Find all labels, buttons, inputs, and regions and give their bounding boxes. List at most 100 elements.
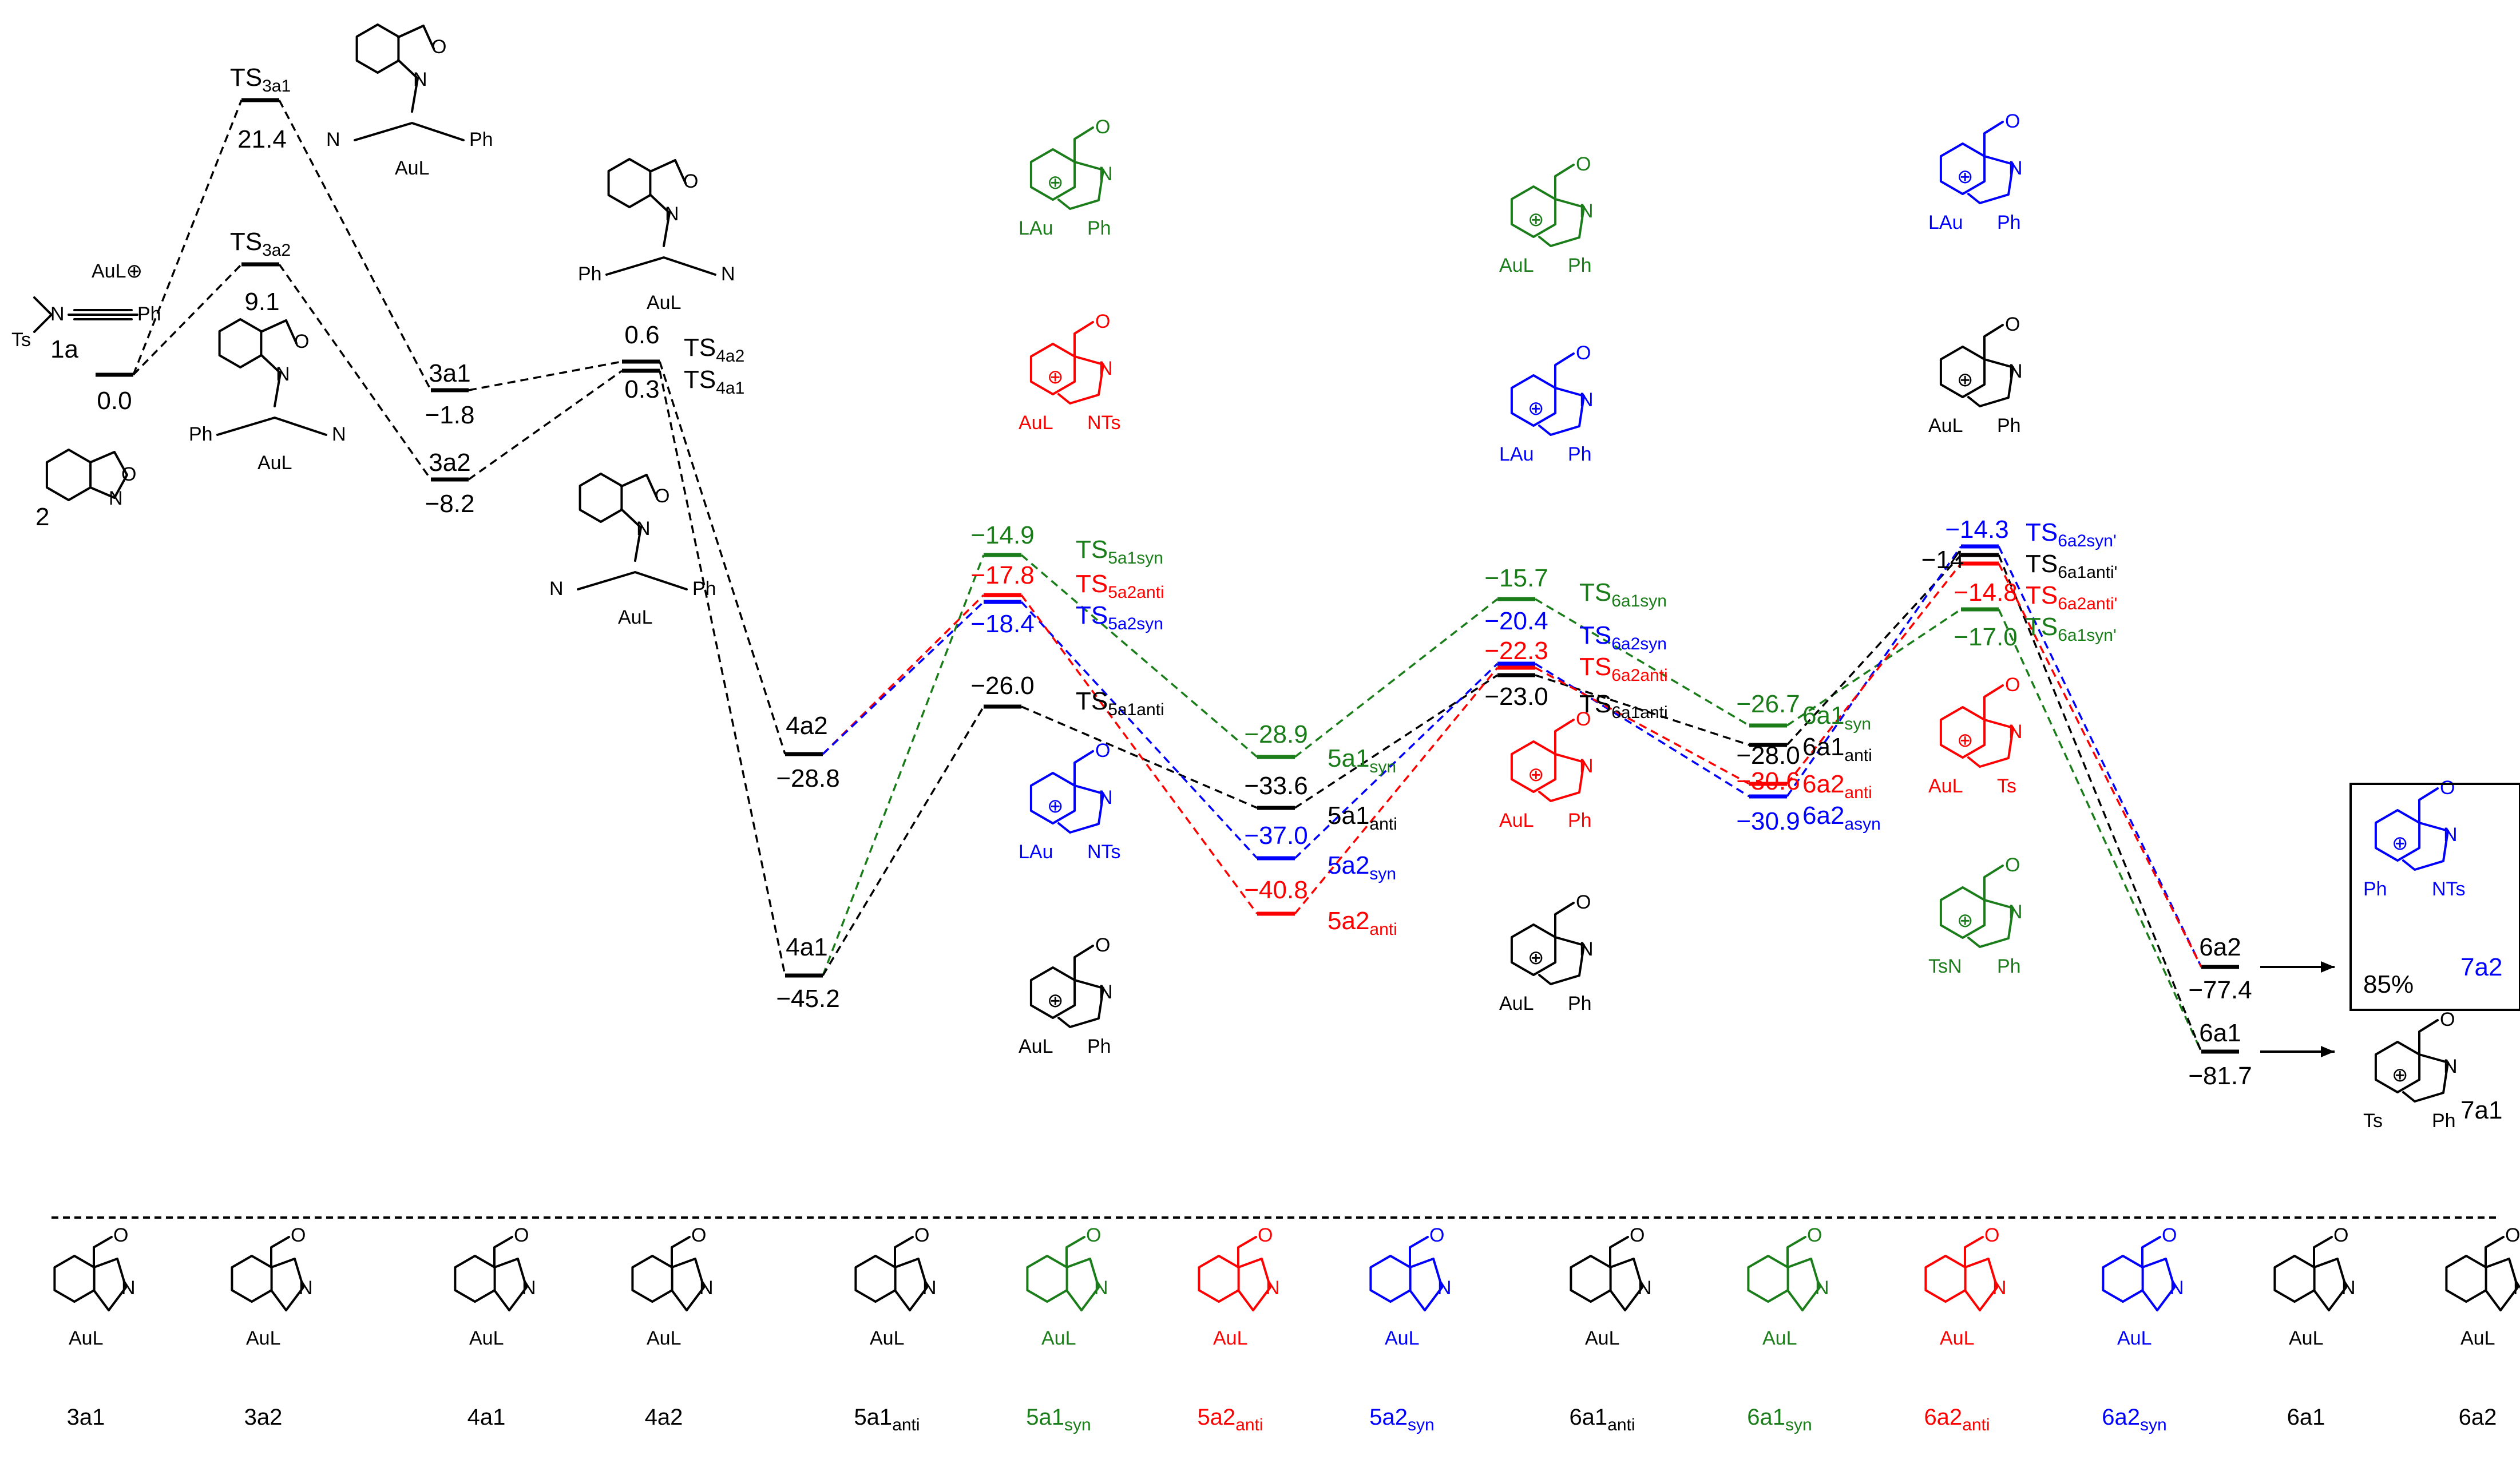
bottom-label-6a2: 6a2 bbox=[2459, 1405, 2497, 1430]
connector-0 bbox=[132, 100, 243, 375]
structure-7a1-plus: ⊕ bbox=[2392, 1064, 2408, 1086]
bottom-label-6a1syn: 6a1syn bbox=[1747, 1405, 1812, 1434]
structure-6a1anti-mid-subL: AuL bbox=[1499, 993, 1534, 1014]
level-label-5a1anti: 5a1anti bbox=[1328, 802, 1397, 834]
connector-5 bbox=[467, 370, 623, 481]
structure-6a1anti-mid-O: O bbox=[1576, 891, 1591, 913]
structure-6a1syn-prime-O: O bbox=[2005, 854, 2020, 876]
connector-19 bbox=[1294, 667, 1499, 915]
connector-6 bbox=[659, 361, 786, 755]
level-label-TS4a2: TS4a2 bbox=[684, 334, 744, 366]
product-box bbox=[2349, 783, 2520, 1011]
level-label-6a1syn: 6a1syn bbox=[1802, 701, 1871, 734]
energy-value-4a1: −45.2 bbox=[776, 985, 839, 1013]
structure-ts3a1-right: Ph bbox=[469, 129, 493, 150]
energy-value-TS6a2antip: −14.8 bbox=[1954, 578, 2017, 606]
bottom-label-6a2syn: 6a2syn bbox=[2102, 1405, 2166, 1434]
connector-18 bbox=[1294, 663, 1499, 859]
bottom-6a1anti-N: N bbox=[1638, 1277, 1652, 1299]
structure-ts4a1-O: O bbox=[655, 485, 669, 507]
structure-6a2anti-mid-subL: AuL bbox=[1499, 810, 1534, 831]
energy-value-TS4a1: 0.3 bbox=[624, 375, 659, 403]
level-label-TS4a1: TS4a1 bbox=[684, 366, 744, 398]
2-N: N bbox=[109, 487, 123, 509]
bottom-5a1syn-O: O bbox=[1086, 1224, 1101, 1246]
structure-5a1syn-top-subR: Ph bbox=[1087, 217, 1111, 239]
bottom-6a1-O: O bbox=[2333, 1224, 2348, 1246]
structure-ts3a2-N: N bbox=[276, 363, 290, 385]
bottom-6a2-O: O bbox=[2505, 1224, 2520, 1246]
level-label-TS6a1syn: TS6a1syn bbox=[1579, 578, 1667, 610]
structure-6a2anti-mid-plus: ⊕ bbox=[1528, 764, 1544, 786]
energy-value-TS6a1syn: −15.7 bbox=[1484, 564, 1548, 592]
structure-5a1syn-top-subL: LAu bbox=[1019, 217, 1053, 239]
connector-27 bbox=[1786, 562, 1962, 785]
structure-6a2syn-top-subR: Ph bbox=[1568, 443, 1592, 465]
connector-21 bbox=[1535, 674, 1750, 746]
connector-30 bbox=[1998, 546, 2202, 968]
energy-value-5a1anti: −33.6 bbox=[1244, 772, 1307, 800]
structure-5a1anti-mid-subL: AuL bbox=[1019, 1036, 1053, 1057]
bottom-label-5a1syn: 5a1syn bbox=[1026, 1405, 1091, 1434]
structure-5a2syn-mid-N: N bbox=[1099, 787, 1113, 808]
structure-6a1syn-top-subL: AuL bbox=[1499, 255, 1534, 276]
level-label-6a1anti: 6a1anti bbox=[1802, 733, 1872, 765]
energy-value-TS6a2synp: −14.3 bbox=[1945, 516, 2008, 544]
level-label-TS3a2: TS3a2 bbox=[230, 228, 291, 260]
structure-6a1anti-prime-N: N bbox=[2008, 360, 2023, 382]
level-label-3a2: 3a2 bbox=[429, 449, 470, 477]
bottom-6a2anti-AuL: AuL bbox=[1940, 1327, 1975, 1349]
1a-N: N bbox=[50, 303, 65, 325]
connector-28 bbox=[1998, 609, 2202, 1052]
energy-value-TS5a2syn: −18.4 bbox=[970, 610, 1034, 638]
product-7a2-label: 7a2 bbox=[2460, 953, 2502, 981]
level-label-5a2syn: 5a2syn bbox=[1328, 851, 1396, 883]
structure-6a2anti-prime-N: N bbox=[2008, 721, 2023, 743]
bottom-5a2anti-O: O bbox=[1258, 1224, 1273, 1246]
structure-6a2syn-prime-subL: LAu bbox=[1928, 212, 1963, 233]
energy-value-TS5a1anti: −26.0 bbox=[970, 672, 1034, 700]
structure-6a2syn-top-subL: LAu bbox=[1499, 443, 1534, 465]
structure-ts4a1-N: N bbox=[636, 518, 651, 540]
structure-6a1syn-prime-plus: ⊕ bbox=[1957, 910, 1974, 931]
structure-7a2-plus: ⊕ bbox=[2392, 832, 2408, 854]
structure-ts4a1-bottom: AuL bbox=[618, 606, 653, 628]
structure-ts4a2-left: Ph bbox=[578, 263, 602, 285]
connector-14 bbox=[1020, 601, 1258, 859]
bottom-3a2-O: O bbox=[291, 1224, 306, 1246]
bottom-5a2syn-AuL: AuL bbox=[1385, 1327, 1420, 1349]
structure-5a1syn-top-plus: ⊕ bbox=[1047, 172, 1064, 193]
structure-5a2anti-top-subL: AuL bbox=[1019, 412, 1053, 434]
bottom-6a1syn-O: O bbox=[1807, 1224, 1822, 1246]
structure-6a1anti-mid-subR: Ph bbox=[1568, 993, 1592, 1014]
connector-22 bbox=[1535, 663, 1750, 798]
dashed-connectors bbox=[132, 100, 2202, 1052]
structure-6a1syn-prime-subR: Ph bbox=[1997, 956, 2021, 977]
level-labels: 1a0.0TS3a121.4TS3a29.13a1−1.83a2−8.2TS4a… bbox=[50, 64, 2252, 1090]
bottom-4a1-N: N bbox=[522, 1277, 536, 1299]
bottom-3a1-O: O bbox=[113, 1224, 128, 1246]
structure-ts3a1-O: O bbox=[431, 36, 446, 58]
structure-7a2-subL: Ph bbox=[2363, 878, 2387, 900]
energy-value-TS3a1: 21.4 bbox=[237, 125, 287, 153]
structure-6a2syn-top-N: N bbox=[1579, 389, 1594, 411]
structure-7a2-N: N bbox=[2443, 824, 2458, 846]
level-label-5a1syn: 5a1syn bbox=[1328, 744, 1396, 776]
product-7a1-label: 7a1 bbox=[2460, 1096, 2502, 1124]
bottom-3a2-N: N bbox=[299, 1277, 313, 1299]
structure-6a2anti-mid-subR: Ph bbox=[1568, 810, 1592, 831]
